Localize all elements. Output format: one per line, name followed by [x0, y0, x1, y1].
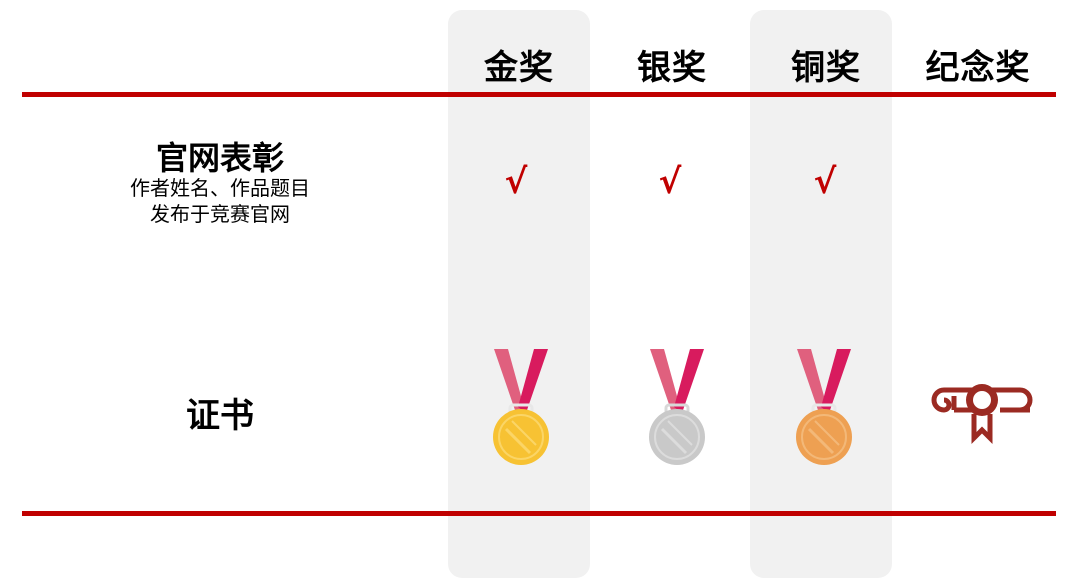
column-header-souvenir: 纪念奖	[925, 48, 1031, 88]
row-subtitle-line-2: 发布于竞赛官网	[150, 202, 290, 226]
bronze-check-icon: √	[813, 162, 837, 202]
row-title-certificate: 证书	[186, 396, 254, 436]
gold-check-icon: √	[504, 162, 528, 202]
bronze-medal-icon	[796, 349, 852, 465]
row-subtitle-line-1: 作者姓名、作品题目	[130, 176, 310, 200]
row-title-website-recognition: 官网表彰	[155, 139, 284, 177]
silver-check-icon: √	[658, 162, 682, 202]
column-header-gold: 金奖	[484, 48, 554, 88]
column-header-silver: 银奖	[637, 48, 707, 88]
bottom-divider	[22, 511, 1056, 516]
silver-medal-icon	[649, 349, 705, 465]
gold-medal-icon	[493, 349, 549, 465]
gold-column-highlight	[448, 10, 590, 578]
bronze-column-highlight	[750, 10, 892, 578]
certificate-scroll-icon	[931, 384, 1033, 445]
top-divider	[22, 92, 1056, 97]
column-header-bronze: 铜奖	[791, 48, 861, 88]
